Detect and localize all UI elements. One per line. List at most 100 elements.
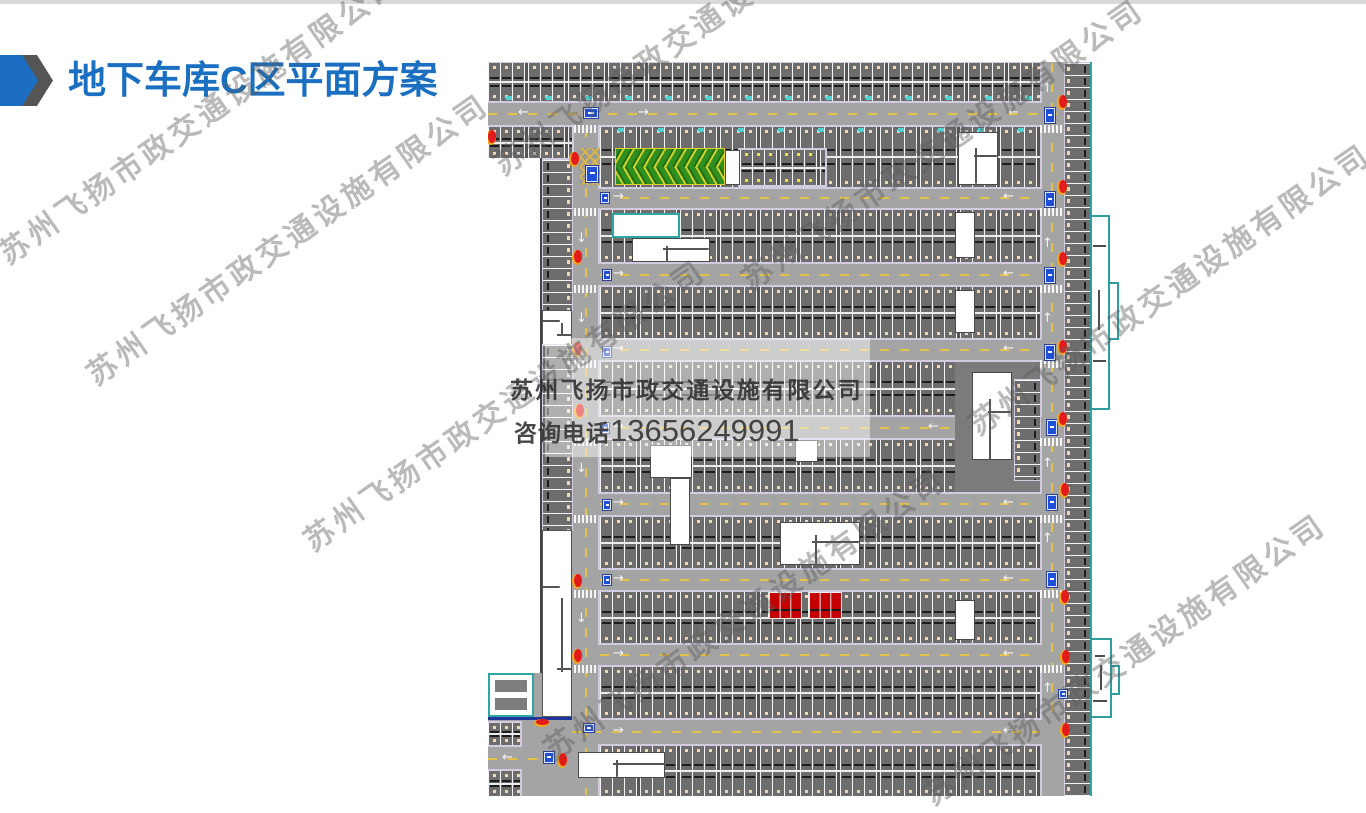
core-room bbox=[578, 752, 665, 778]
crosswalk bbox=[1040, 285, 1064, 293]
parking-sign-icon bbox=[1045, 268, 1055, 283]
core-room bbox=[972, 372, 1012, 460]
parking-stall-column bbox=[1015, 380, 1040, 480]
watermark: 苏州飞扬市政交通设施有限公司 bbox=[81, 88, 496, 393]
parking-stall-row bbox=[488, 127, 572, 158]
parking-sign-icon bbox=[601, 193, 609, 203]
crosswalk bbox=[1040, 515, 1064, 523]
road-arrow-icon bbox=[576, 312, 587, 325]
fire-hydrant-icon bbox=[536, 719, 549, 725]
contact-phone: 咨询电话13656249991 bbox=[514, 415, 800, 448]
road-arrow-icon bbox=[502, 751, 513, 764]
annex-wall bbox=[1098, 290, 1100, 330]
parking-stall-row bbox=[488, 771, 520, 796]
road-arrow-icon bbox=[1042, 312, 1053, 325]
ramp-chevrons bbox=[616, 166, 724, 184]
fire-hydrant-icon bbox=[1061, 483, 1069, 496]
road-arrow-icon bbox=[928, 420, 939, 433]
lane-centerline bbox=[600, 197, 1040, 199]
road-arrow-icon bbox=[638, 106, 649, 119]
parking-stall-row bbox=[488, 63, 1040, 101]
crosswalk bbox=[1040, 208, 1064, 216]
parking-stall-row bbox=[600, 667, 1040, 718]
core-room bbox=[958, 132, 998, 185]
parking-sign-icon bbox=[586, 166, 598, 182]
core-room bbox=[955, 600, 975, 640]
fire-hydrant-icon bbox=[574, 250, 582, 263]
road-arrow-icon bbox=[1003, 647, 1014, 660]
fire-hydrant-icon bbox=[1059, 252, 1067, 265]
road-arrow-icon bbox=[1008, 106, 1019, 119]
annex-wall bbox=[1093, 700, 1107, 702]
annex-wall bbox=[1095, 655, 1105, 657]
crosswalk bbox=[574, 285, 598, 293]
parking-stall-row bbox=[740, 150, 825, 185]
parking-stall-row bbox=[600, 746, 1040, 796]
parking-stall-row bbox=[488, 723, 520, 745]
crosswalk bbox=[1040, 590, 1064, 598]
contact-overlay-background bbox=[545, 338, 870, 457]
parking-stall-column bbox=[543, 160, 572, 310]
highlighted-stalls bbox=[769, 593, 801, 618]
parking-sign-icon bbox=[603, 500, 611, 510]
phone-label: 咨询电话 bbox=[514, 420, 610, 446]
parking-sign-icon bbox=[603, 347, 611, 357]
parking-sign-icon bbox=[603, 270, 611, 280]
parking-sign-icon bbox=[544, 752, 554, 763]
parking-sign-icon bbox=[1047, 495, 1057, 510]
crosswalk bbox=[574, 125, 598, 133]
equipment-block bbox=[495, 698, 527, 710]
ev-charging-markers bbox=[488, 96, 1040, 100]
core-room bbox=[955, 290, 975, 333]
top-bar bbox=[0, 0, 1366, 4]
road-arrow-icon bbox=[613, 190, 624, 203]
highlighted-stalls bbox=[809, 593, 841, 618]
road-arrow-icon bbox=[576, 612, 587, 625]
road-arrow-icon bbox=[518, 106, 529, 119]
watermark: 苏州飞扬市政交通设施有限公司 bbox=[0, 0, 408, 272]
fire-hydrant-icon bbox=[1061, 590, 1069, 603]
crosswalk bbox=[574, 590, 598, 598]
contact-company-name: 苏州飞扬市政交通设施有限公司 bbox=[510, 377, 863, 403]
parking-sign-icon bbox=[603, 575, 611, 585]
parking-sign-icon bbox=[1045, 345, 1055, 360]
lane-centerline bbox=[600, 349, 1040, 351]
fire-hydrant-icon bbox=[574, 649, 582, 662]
core-room bbox=[795, 440, 818, 462]
crosswalk bbox=[1040, 125, 1064, 133]
floor-plan bbox=[488, 62, 1092, 796]
crosswalk bbox=[574, 515, 598, 523]
ev-charging-markers bbox=[600, 128, 1040, 132]
lane-centerline bbox=[600, 654, 1040, 656]
road-arrow-icon bbox=[576, 462, 587, 475]
ramp-chevrons bbox=[616, 149, 724, 167]
parking-stall-column bbox=[543, 345, 572, 530]
fire-hydrant-icon bbox=[1059, 340, 1067, 353]
annex-wall bbox=[1100, 665, 1102, 690]
fire-hydrant-icon bbox=[1059, 412, 1067, 425]
ramp bbox=[615, 148, 725, 185]
parking-sign-icon bbox=[584, 724, 594, 732]
fire-hydrant-icon bbox=[574, 342, 582, 355]
fire-hydrant-icon bbox=[1059, 95, 1067, 108]
parking-sign-icon bbox=[1045, 108, 1055, 123]
parking-stall-column bbox=[1065, 63, 1090, 796]
parking-sign-icon bbox=[1045, 192, 1055, 207]
core-room bbox=[670, 478, 690, 545]
road-arrow-icon bbox=[1003, 190, 1014, 203]
road-arrow-icon bbox=[613, 647, 624, 660]
crosswalk bbox=[1040, 360, 1064, 368]
lane-centerline bbox=[1051, 63, 1053, 718]
annex-wall bbox=[1093, 360, 1106, 362]
crosswalk bbox=[1040, 438, 1064, 446]
road-arrow-icon bbox=[1042, 237, 1053, 250]
road-arrow-icon bbox=[613, 572, 624, 585]
road-arrow-icon bbox=[1003, 342, 1014, 355]
crosswalk bbox=[574, 665, 598, 673]
fire-hydrant-icon bbox=[574, 574, 582, 587]
core-room bbox=[955, 212, 975, 258]
road-arrow-icon bbox=[1042, 457, 1053, 470]
road-arrow-icon bbox=[613, 496, 624, 509]
core-room bbox=[612, 213, 680, 238]
plan-boundary-notch bbox=[488, 158, 542, 673]
